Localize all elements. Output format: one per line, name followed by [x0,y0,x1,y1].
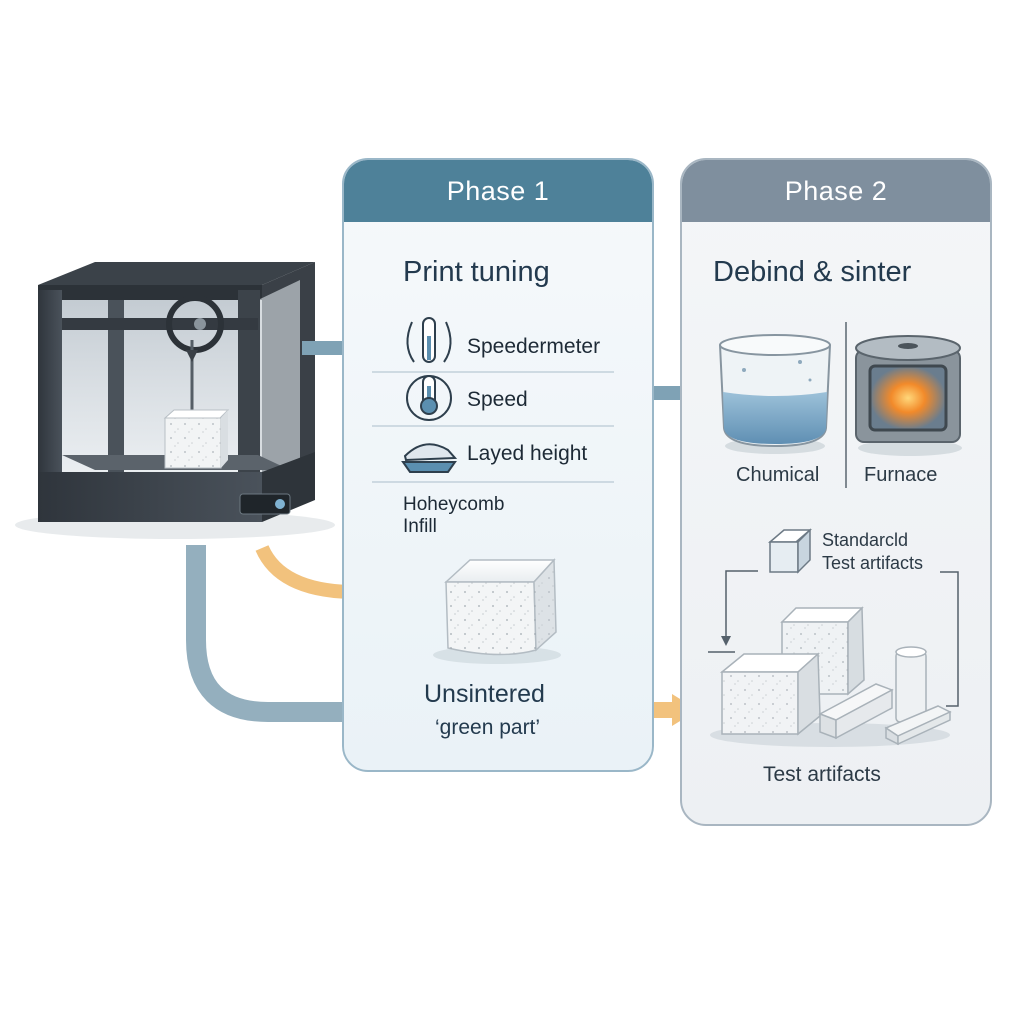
phase-1-title: Print tuning [403,256,550,288]
chemical-label: Chumical [736,464,820,486]
phase-2-title: Debind & sinter [713,256,912,288]
standard-label-line2: Test artifacts [822,553,924,573]
infill-label-line2: Infill [403,516,437,537]
furnace-label: Furnace [864,464,938,486]
green-part-label-line1: Unsintered [424,680,545,708]
test-artifacts-label: Test artifacts [763,763,881,786]
phase-1-panel: Phase 1 [342,158,654,772]
phase-2-header: Phase 2 [682,160,990,222]
item-layer-height: Layed height [467,442,588,465]
green-part-label-line2: ‘green part’ [435,716,541,739]
3d-printer-icon [15,262,335,539]
item-speedermeter: Speedermeter [467,335,601,358]
phase-1-header: Phase 1 [344,160,652,222]
item-speed: Speed [467,388,528,411]
infill-label-line1: Hoheycomb [403,494,505,515]
standard-label-line1: Standarcld [822,530,909,550]
